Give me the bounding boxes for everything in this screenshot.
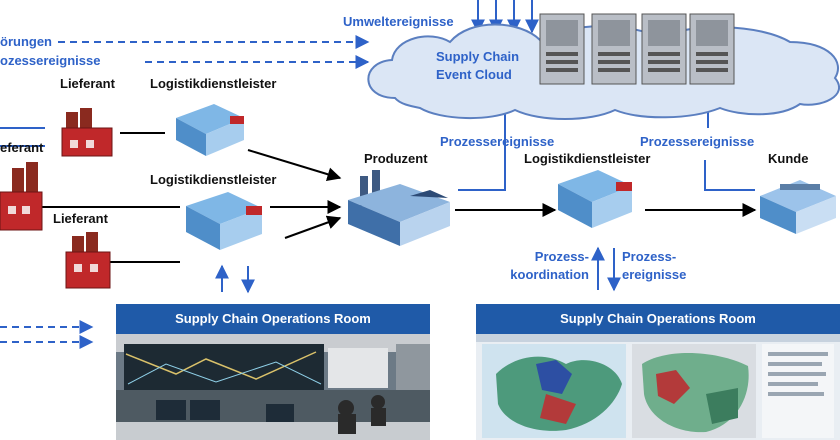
- prozess-left-label: ozessereignisse: [0, 53, 101, 68]
- prozess-label-2: Prozessereignisse: [640, 134, 755, 149]
- operations-room-left-header: Supply Chain Operations Room: [116, 304, 430, 334]
- ereignisse-line2: ereignisse: [622, 267, 687, 282]
- warehouse-icon: [186, 192, 262, 250]
- warehouse-icon: [558, 170, 632, 228]
- server-icon: [641, 13, 687, 85]
- logistik-top-label: Logistikdienstleister: [150, 76, 277, 91]
- ereignisse-label: Prozess- ereignisse: [622, 248, 686, 284]
- customer-building-icon: [760, 180, 836, 234]
- cloud-title-line2: Event Cloud: [436, 67, 512, 82]
- factory-icon: [61, 108, 113, 157]
- produzent-label: Produzent: [364, 151, 428, 166]
- logistik-mid-label: Logistikdienstleister: [150, 172, 277, 187]
- cloud-title-line1: Supply Chain: [436, 49, 520, 64]
- control-room-photo: [116, 334, 430, 440]
- umwelt-label: Umweltereignisse: [343, 14, 454, 29]
- room-arrows: [215, 246, 621, 294]
- map-screenshot: [476, 334, 840, 440]
- kunde-label: Kunde: [768, 151, 809, 166]
- map-screenshot-image: [476, 334, 840, 440]
- flow-arrows: [0, 132, 757, 263]
- server-icon: [591, 13, 637, 85]
- koordination-line1: Prozess-: [534, 249, 589, 264]
- lieferant-mid-label: Lieferant: [53, 211, 108, 226]
- server-icon: [689, 13, 735, 85]
- warehouse-icon: [176, 104, 244, 156]
- cloud-title: Supply Chain Event Cloud: [436, 48, 519, 84]
- koordination-label: Prozess- koordination: [495, 248, 589, 284]
- prozess-label-1: Prozessereignisse: [440, 134, 555, 149]
- control-room-image: [116, 334, 430, 440]
- lieferant-left-label: eferant: [0, 140, 44, 155]
- lieferant-top-label: Lieferant: [60, 76, 115, 91]
- stoerungen-label: örungen: [0, 34, 52, 49]
- koordination-line2: koordination: [510, 267, 589, 282]
- ereignisse-line1: Prozess-: [622, 249, 677, 264]
- server-icon: [539, 13, 585, 85]
- logistik-right-label: Logistikdienstleister: [524, 151, 651, 166]
- factory-icon: [65, 232, 111, 289]
- operations-room-right-header: Supply Chain Operations Room: [476, 304, 840, 334]
- factory-icon: [0, 162, 43, 231]
- plant-icon: [348, 170, 450, 246]
